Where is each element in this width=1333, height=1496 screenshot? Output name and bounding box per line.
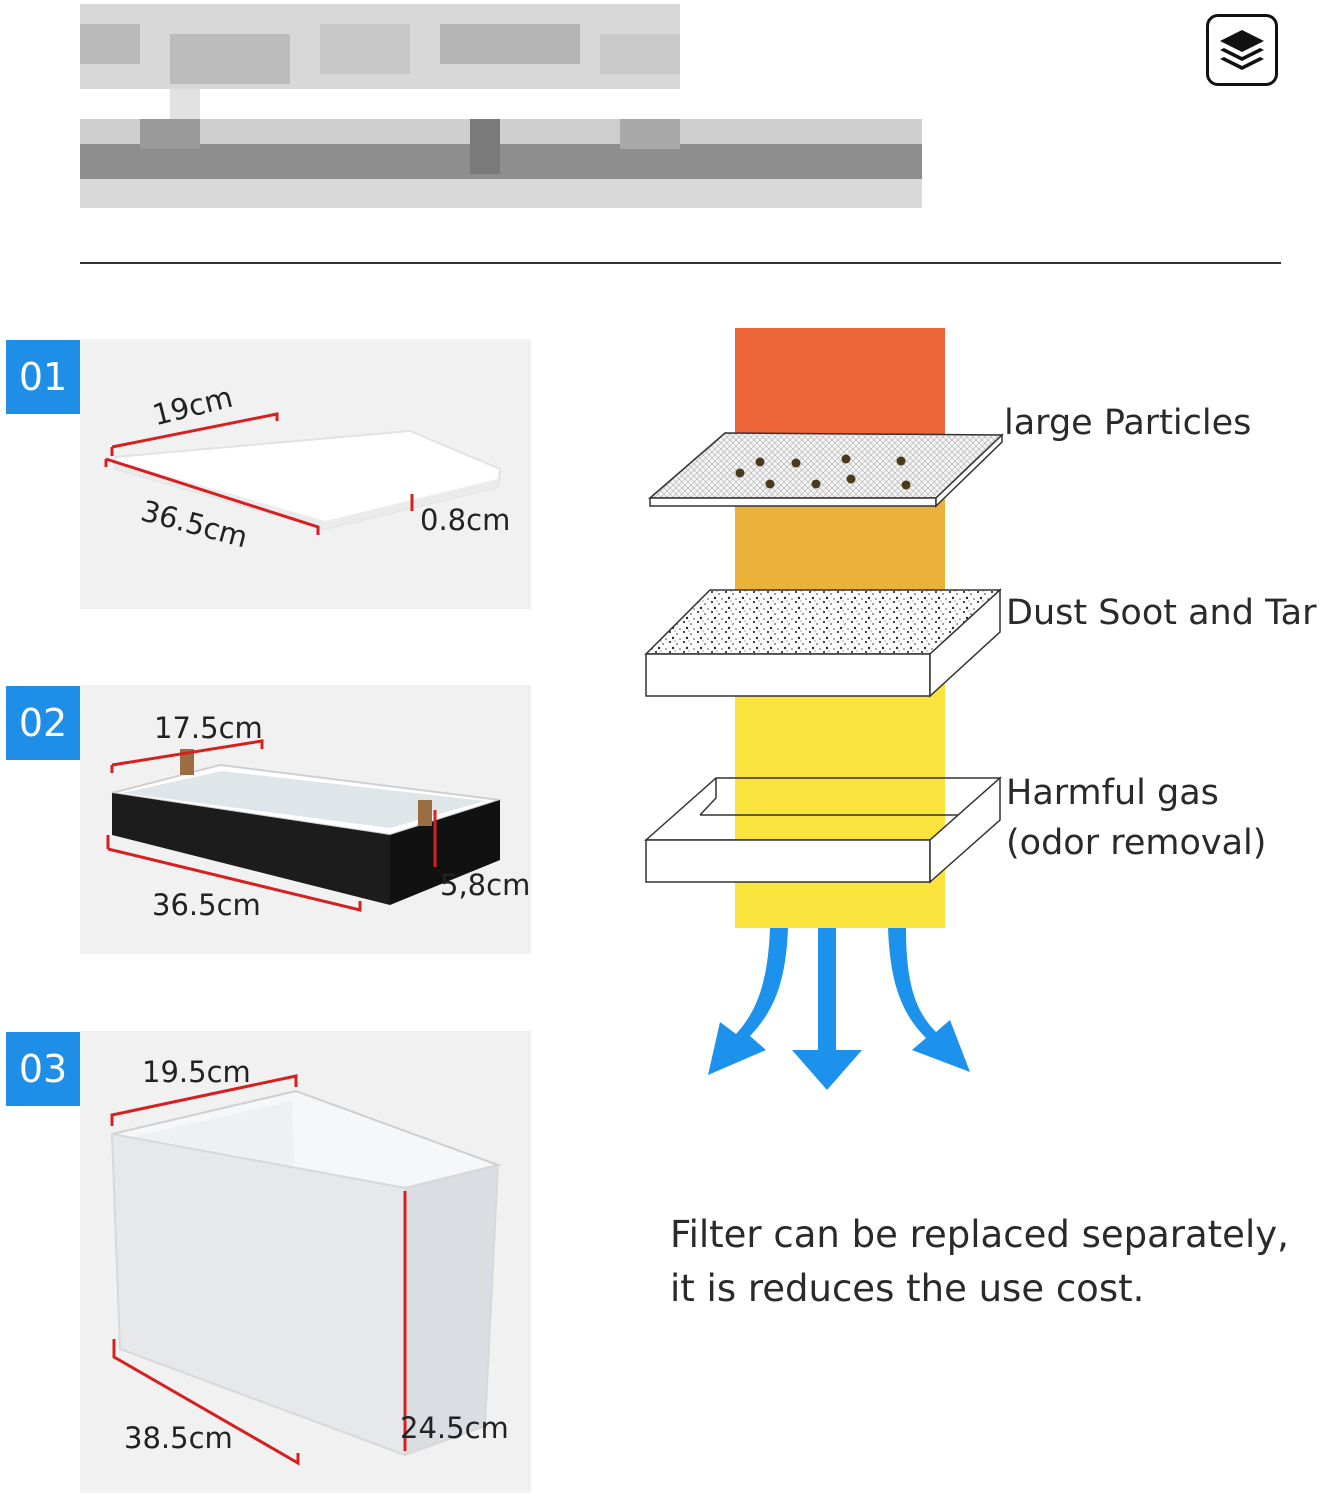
blurred-title: [80, 4, 922, 208]
layer-label-dust-soot-tar: Dust Soot and Tar: [1006, 593, 1317, 633]
note-line-1: Filter can be replaced separately,: [670, 1213, 1289, 1256]
note-line-2: it is reduces the use cost.: [670, 1267, 1145, 1310]
dimension-width: 19.5cm: [142, 1055, 251, 1089]
layers-icon: [1220, 30, 1264, 70]
flat-filter-illustration: [104, 412, 502, 535]
dimension-length: 38.5cm: [124, 1421, 233, 1455]
airflow-arrows: [708, 928, 970, 1090]
product-panel-02: 17.5cm 36.5cm 5,8cm: [80, 685, 531, 954]
product-number-badge: 02: [6, 686, 80, 760]
layer-label-harmful-gas: Harmful gas: [1006, 773, 1219, 813]
product-number-badge: 01: [6, 340, 80, 414]
header-divider: [80, 262, 1281, 264]
layer-label-large-particles: large Particles: [1004, 403, 1252, 443]
hepa-filter-illustration: [106, 739, 501, 912]
product-number-badge: 03: [6, 1032, 80, 1106]
airflow-band-top: [735, 328, 945, 450]
filtration-diagram: large Particles Dust Soot and Tar Harmfu…: [640, 320, 1330, 1100]
product-panel-01: 19cm 36.5cm 0.8cm: [80, 339, 531, 609]
layers-button[interactable]: [1206, 14, 1278, 86]
airflow-band-bottom: [735, 680, 945, 928]
dimension-height: 24.5cm: [400, 1411, 509, 1445]
dimension-height: 5,8cm: [440, 868, 531, 902]
dimension-height: 0.8cm: [420, 503, 511, 537]
filter-layers-illustration: [644, 328, 1004, 1090]
replacement-note: Filter can be replaced separately, it is…: [670, 1208, 1320, 1316]
dimension-width: 17.5cm: [154, 711, 263, 745]
product-panel-03: 19.5cm 38.5cm 24.5cm: [80, 1031, 531, 1493]
layer-label-odor-removal: (odor removal): [1006, 823, 1267, 863]
dimension-length: 36.5cm: [152, 888, 261, 922]
box-filter-illustration: [110, 1074, 502, 1466]
